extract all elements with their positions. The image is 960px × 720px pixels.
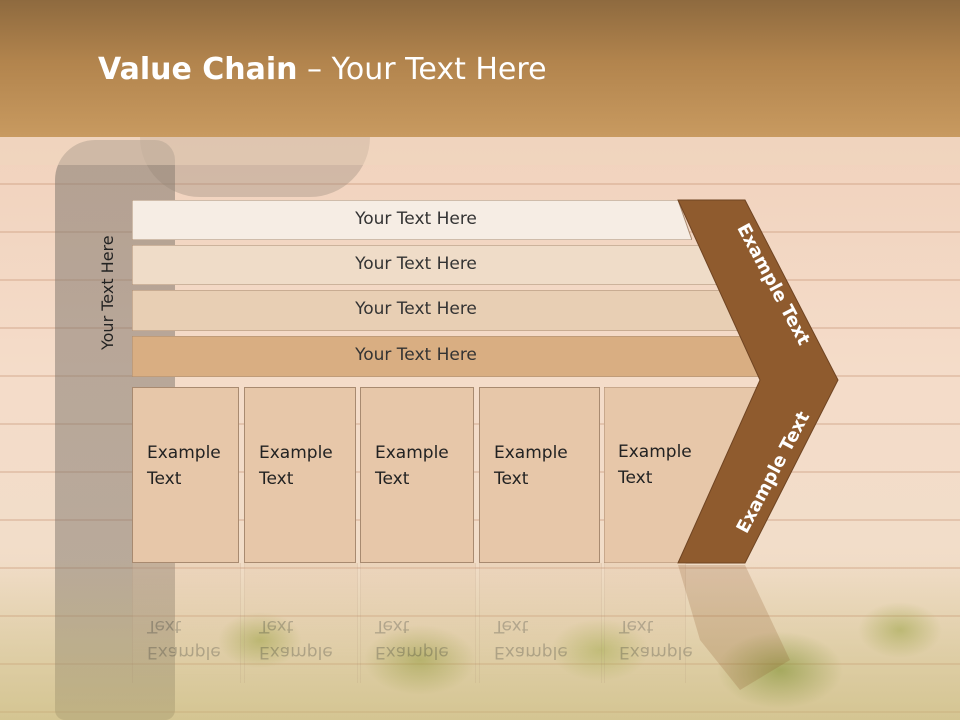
box-4-line1: Example bbox=[494, 443, 568, 463]
row-4: Your Text Here bbox=[132, 336, 764, 377]
box-2-line2: Text bbox=[259, 469, 294, 489]
box-3-line1: Example bbox=[375, 443, 449, 463]
row-1: Your Text Here bbox=[132, 200, 692, 240]
box-1-line1: Example bbox=[147, 443, 221, 463]
title-rest: – Your Text Here bbox=[297, 52, 547, 87]
row-3: Your Text Here bbox=[132, 290, 740, 331]
slide-title: Value Chain – Your Text Here bbox=[98, 52, 547, 87]
box-5-line2: Text bbox=[618, 468, 653, 488]
box-1-line2: Text bbox=[147, 469, 182, 489]
box-5-line1: Example bbox=[618, 442, 692, 462]
header-band bbox=[0, 0, 960, 137]
header-sub-band bbox=[0, 137, 960, 165]
row-3-label: Your Text Here bbox=[355, 299, 477, 319]
background-plants bbox=[0, 560, 960, 720]
box-4-line2: Text bbox=[494, 469, 529, 489]
box-2-line1: Example bbox=[259, 443, 333, 463]
background-person-shoulders bbox=[140, 137, 370, 197]
row-1-label: Your Text Here bbox=[355, 209, 477, 229]
box-3-line2: Text bbox=[375, 469, 410, 489]
title-bold: Value Chain bbox=[98, 52, 298, 87]
row-4-label: Your Text Here bbox=[355, 345, 477, 365]
row-2: Your Text Here bbox=[132, 245, 717, 285]
row-2-label: Your Text Here bbox=[355, 254, 477, 274]
